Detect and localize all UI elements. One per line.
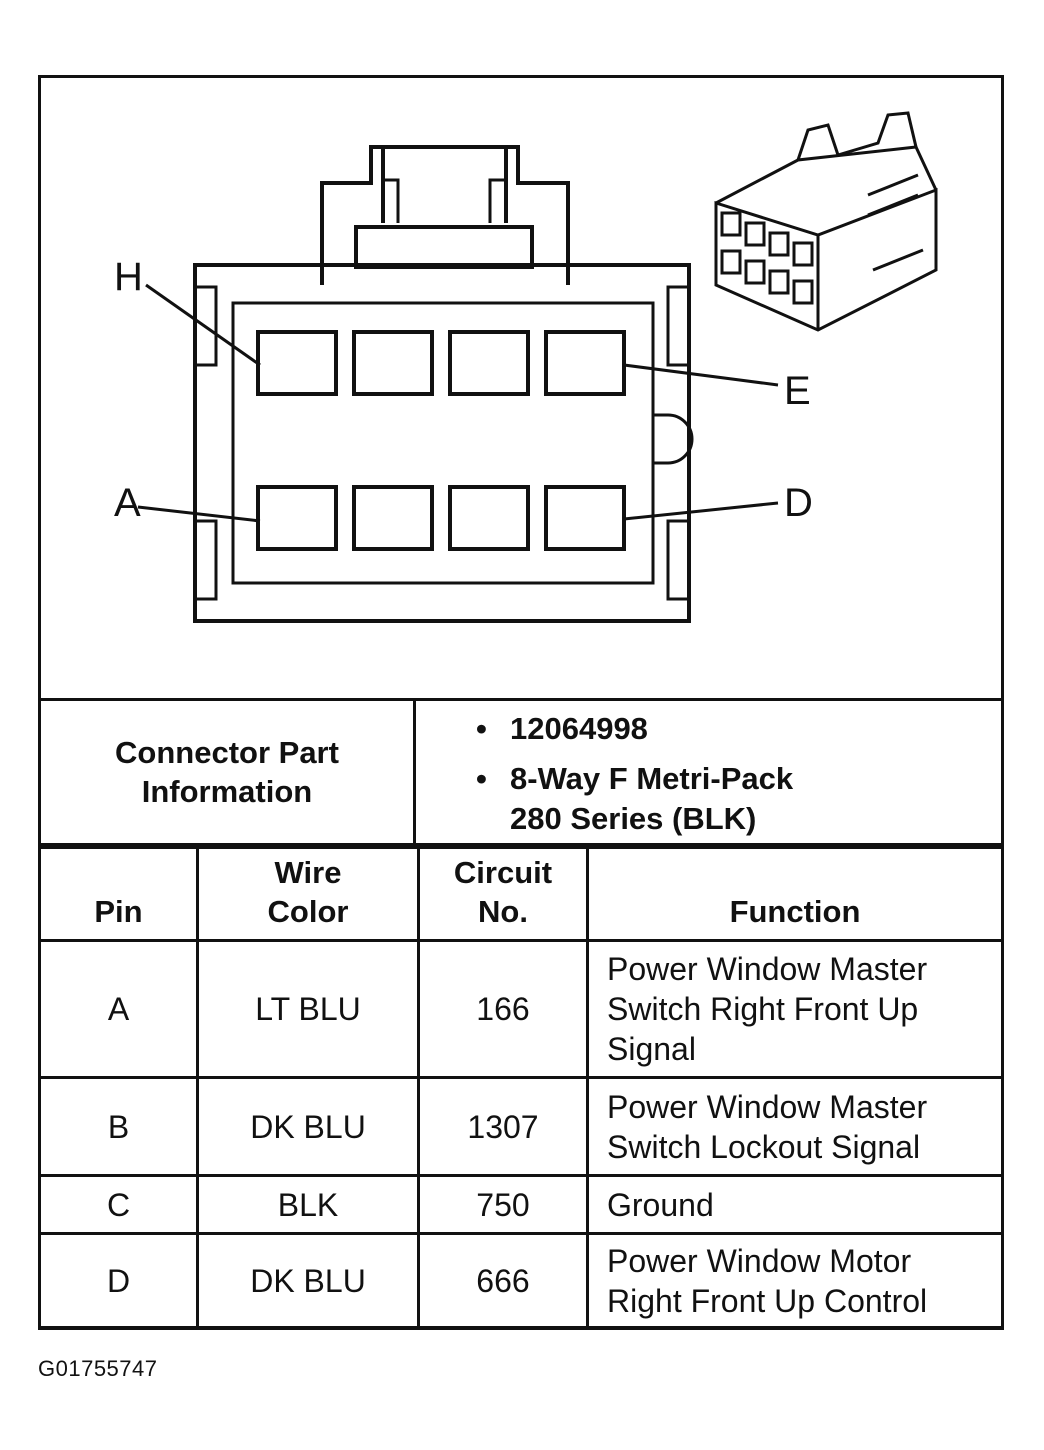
cavity-B <box>352 485 434 551</box>
leader-E <box>623 363 779 387</box>
pin-table: Pin Wire Color Circuit No. Function A LT… <box>38 846 1004 1330</box>
wire-color-cell: DK BLU <box>196 1232 420 1330</box>
table-row: B DK BLU 1307 Power Window Master Switch… <box>38 1076 1004 1177</box>
header-circuit-no: Circuit No. <box>417 846 589 942</box>
connector-type: 8-Way F Metri-Pack 280 Series (BLK) <box>510 761 794 836</box>
cavity-A <box>256 485 338 551</box>
leader-A <box>137 505 261 523</box>
cavity-H <box>256 330 338 396</box>
connector-diagram: H E A D <box>38 75 1004 700</box>
wire-color-cell: BLK <box>196 1174 420 1235</box>
part-number: 12064998 <box>510 711 648 746</box>
latch-outline <box>320 145 570 285</box>
header-wire-color: Wire Color <box>196 846 420 942</box>
leader-D <box>623 501 779 521</box>
part-number-bullet: •12064998 <box>476 711 648 746</box>
connector-info-label: Connector Part Information <box>38 698 416 846</box>
connector-info-table: Connector Part Information •12064998 •8-… <box>38 698 1004 846</box>
pin-cell: A <box>38 939 199 1079</box>
connector-body <box>193 263 691 623</box>
cavity-D <box>544 485 626 551</box>
pin-cell: B <box>38 1076 199 1177</box>
connector-type-bullet: •8-Way F Metri-Pack 280 Series (BLK) <box>476 759 1001 839</box>
function-cell: Power Window Motor Right Front Up Contro… <box>586 1232 1004 1330</box>
pin-cell: C <box>38 1174 199 1235</box>
circuit-no-cell: 666 <box>417 1232 589 1330</box>
connector-info-values: •12064998 •8-Way F Metri-Pack 280 Series… <box>413 698 1004 846</box>
cavity-C <box>448 485 530 551</box>
connector-iso-sketch <box>714 111 938 332</box>
figure-code: G01755747 <box>38 1356 158 1381</box>
circuit-no-cell: 1307 <box>417 1076 589 1177</box>
pin-label-A: A <box>114 481 141 525</box>
circuit-no-cell: 750 <box>417 1174 589 1235</box>
wire-color-cell: DK BLU <box>196 1076 420 1177</box>
cavity-E <box>544 330 626 396</box>
header-function: Function <box>586 846 1004 942</box>
cavity-F <box>448 330 530 396</box>
function-cell: Power Window Master Switch Right Front U… <box>586 939 1004 1079</box>
table-row: D DK BLU 666 Power Window Motor Right Fr… <box>38 1232 1004 1330</box>
keying-notch <box>653 413 694 465</box>
pin-label-D: D <box>784 481 813 525</box>
connector-face-drawing <box>137 111 938 623</box>
wire-color-cell: LT BLU <box>196 939 420 1079</box>
table-row: A LT BLU 166 Power Window Master Switch … <box>38 939 1004 1079</box>
cavity-G <box>352 330 434 396</box>
function-cell: Power Window Master Switch Lockout Signa… <box>586 1076 1004 1177</box>
pin-label-E: E <box>784 369 811 413</box>
header-pin: Pin <box>38 846 199 942</box>
latch-bar <box>354 225 534 269</box>
pin-cell: D <box>38 1232 199 1330</box>
leader-H <box>145 283 261 367</box>
pin-label-H: H <box>114 255 143 299</box>
table-row: C BLK 750 Ground <box>38 1174 1004 1235</box>
pin-table-header-row: Pin Wire Color Circuit No. Function <box>38 846 1004 942</box>
connector-cavity-frame <box>231 301 655 585</box>
function-cell: Ground <box>586 1174 1004 1235</box>
circuit-no-cell: 166 <box>417 939 589 1079</box>
